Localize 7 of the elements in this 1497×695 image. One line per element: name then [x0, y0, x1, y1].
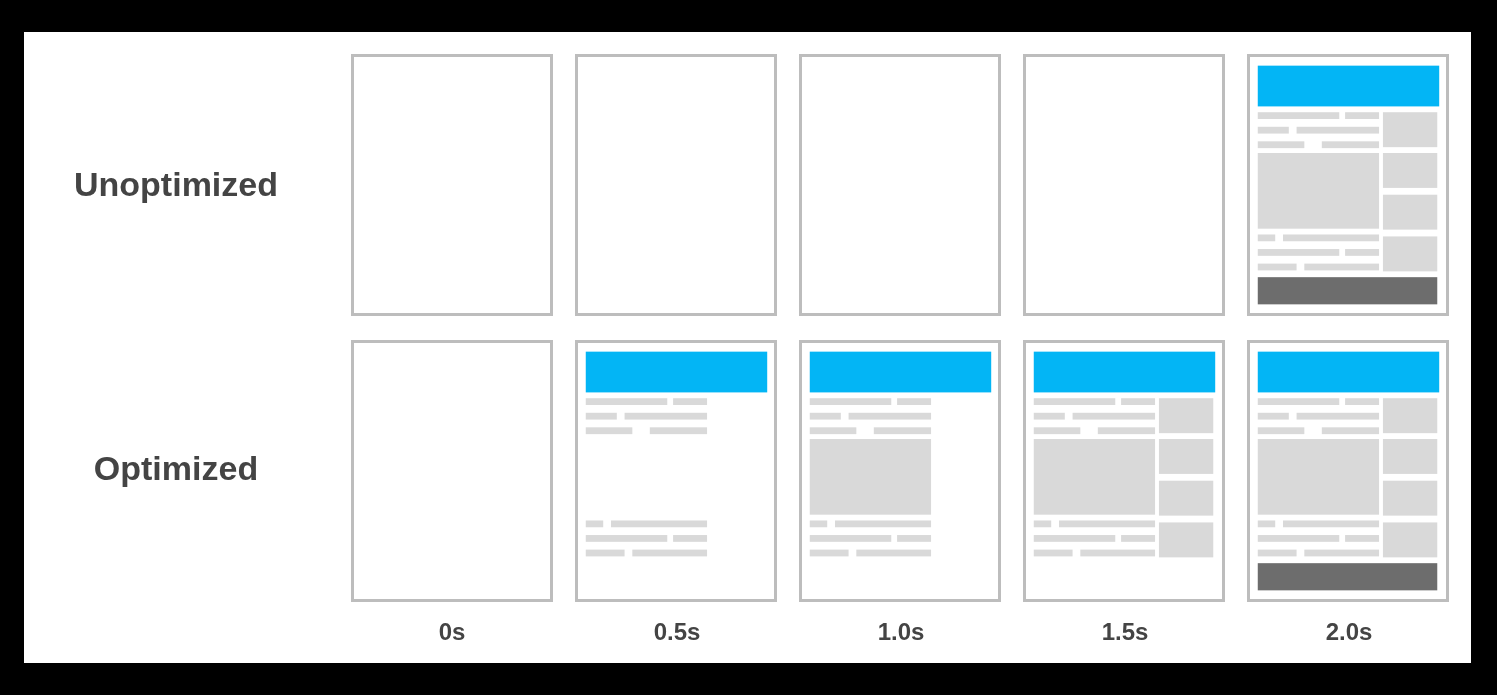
time-label: 2.0s: [1325, 620, 1373, 644]
time-label: 1.5s: [1101, 620, 1149, 644]
row-label: Unoptimized: [74, 167, 278, 201]
time-label: 1.0s: [877, 620, 925, 644]
time-label: 0s: [438, 620, 466, 644]
row-label: Optimized: [93, 451, 259, 485]
time-label: 0.5s: [653, 620, 701, 644]
